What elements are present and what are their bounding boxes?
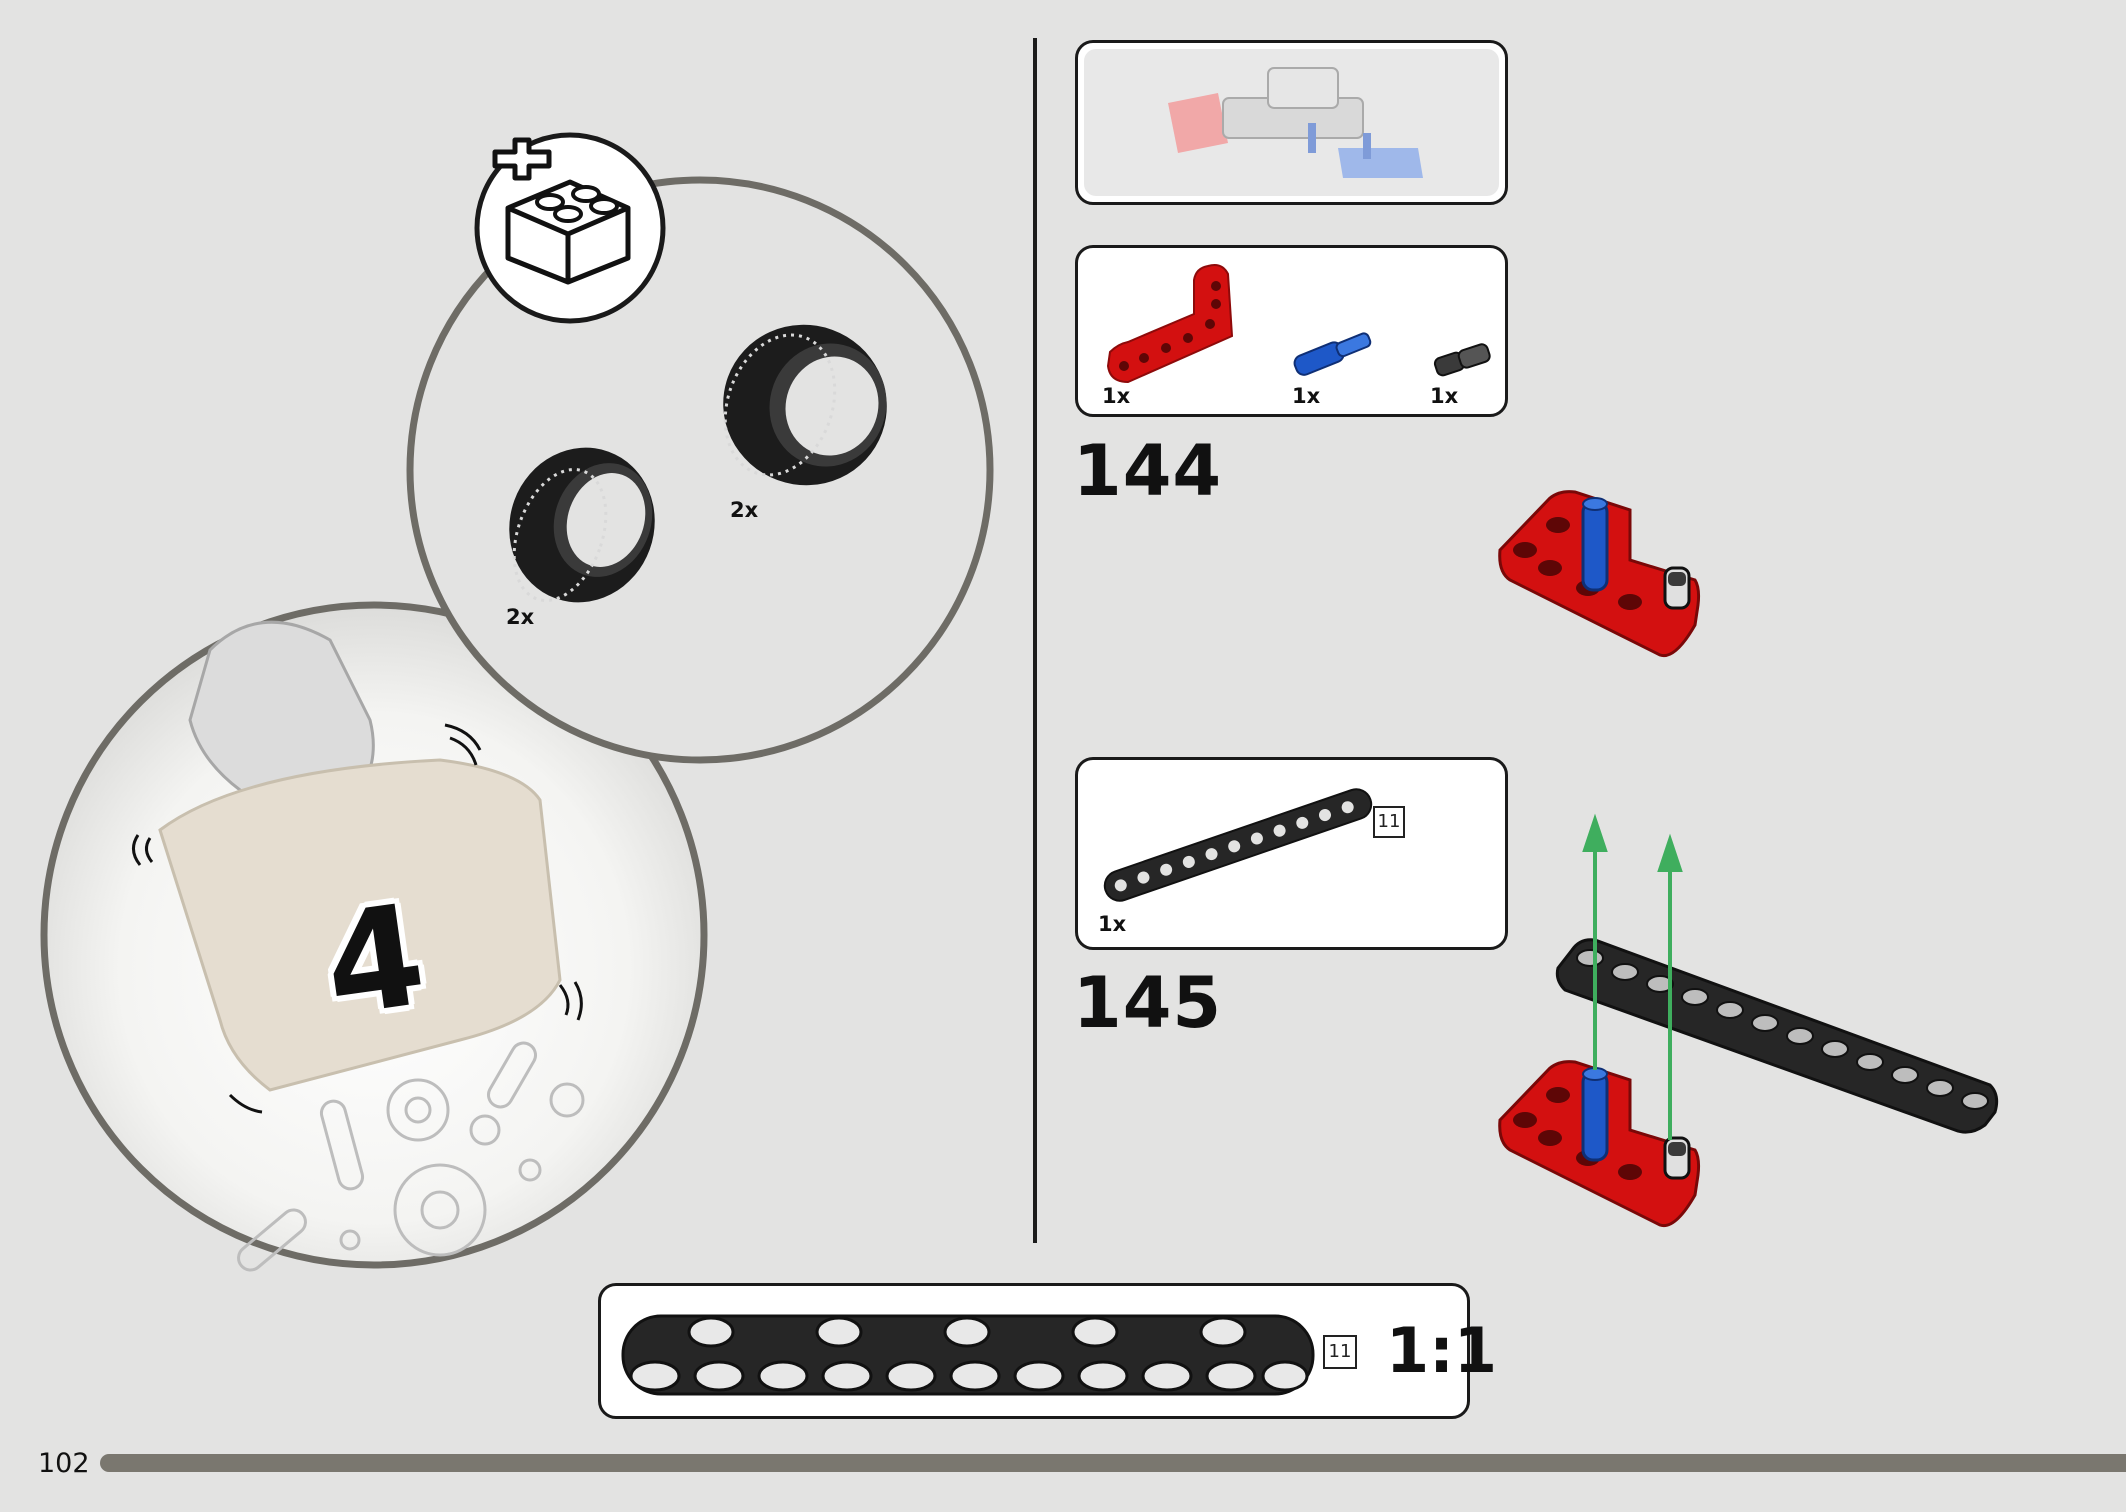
step-145-number: 145 [1073,962,1223,1044]
blue-axle-pin-icon [1293,332,1372,376]
step-145-part-1-qty: 1x [1098,912,1127,936]
black-beam-11-scale-icon [621,1314,1315,1396]
tire-1-illustration [509,447,655,603]
tire-1-qty: 2x [506,605,535,629]
step-144-part-3-qty: 1x [1430,384,1459,408]
add-brick-icon [492,137,631,285]
green-arrow-icon [1582,813,1683,1140]
step-144-number: 144 [1073,430,1223,512]
step-145-length-box: 11 [1373,806,1405,838]
column-divider [1033,38,1037,1243]
step-144-part-1-qty: 1x [1102,384,1131,408]
scale-label: 1:1 [1386,1314,1498,1387]
bag-illustration [158,758,562,1092]
model-preview-illustration [1168,67,1423,178]
scale-reference-panel: 11 1:1 [598,1283,1497,1419]
step-144-part-2-qty: 1x [1292,384,1321,408]
step-144-parts-panel: 1x 1x 1x [1075,245,1508,417]
step-144-assembly-illustration [1498,490,1701,658]
scale-length-box: 11 [1323,1335,1357,1369]
progress-bar [100,1454,2126,1472]
model-preview-panel [1075,40,1508,205]
tire-2-illustration [723,324,887,486]
bag-circle [40,601,708,1272]
tire-2-qty: 2x [730,498,759,522]
black-pin-icon [1433,343,1491,377]
red-l-beam-icon [1106,264,1234,384]
page-number: 102 [38,1448,90,1479]
black-beam-11-icon [1103,788,1373,902]
step-145-parts-panel: 11 1x [1075,757,1508,950]
step-145-assembly-illustration [1498,813,1999,1228]
scattered-parts-illustration [237,1041,585,1272]
tire-circle [406,132,994,764]
